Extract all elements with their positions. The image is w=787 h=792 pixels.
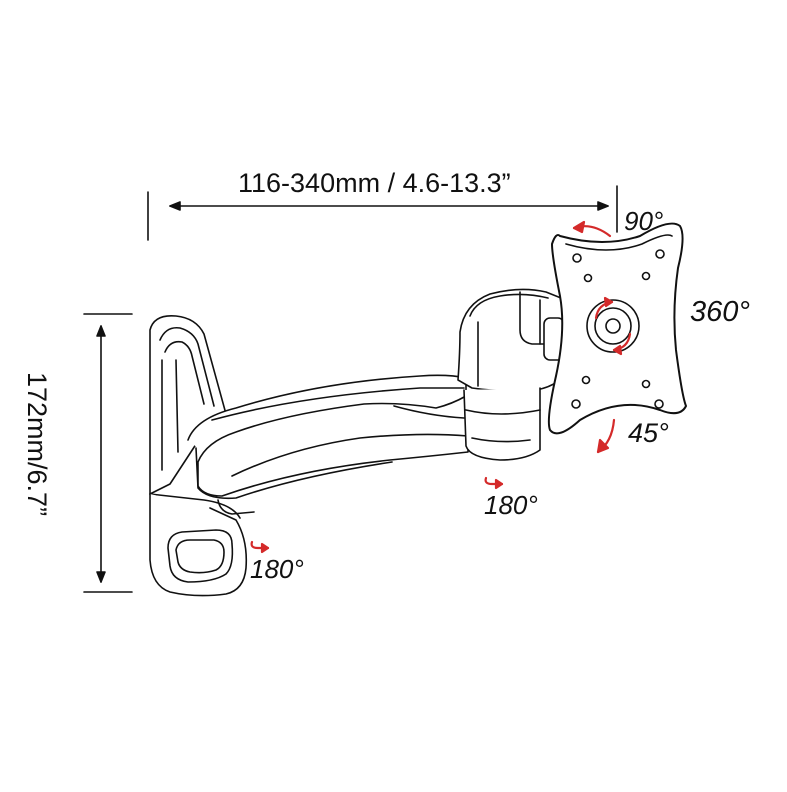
head-joint [457, 288, 567, 461]
tilt-down-label: 45° [628, 418, 669, 448]
extension-arm [187, 374, 469, 515]
rotation-label: 360° [690, 296, 750, 328]
vesa-plate [547, 222, 687, 435]
width-dimension [147, 185, 618, 241]
height-dimension [83, 313, 133, 593]
width-range-label: 116-340mm / 4.6-13.3” [238, 168, 511, 198]
swivel-arm-label: 180° [484, 490, 538, 520]
tilt-up-label: 90° [624, 206, 664, 236]
rotation-arrows [250, 220, 632, 554]
swivel-base-label: 180° [250, 554, 304, 584]
height-label: 172mm/6.7” [22, 372, 52, 517]
wall-plate [149, 314, 248, 597]
